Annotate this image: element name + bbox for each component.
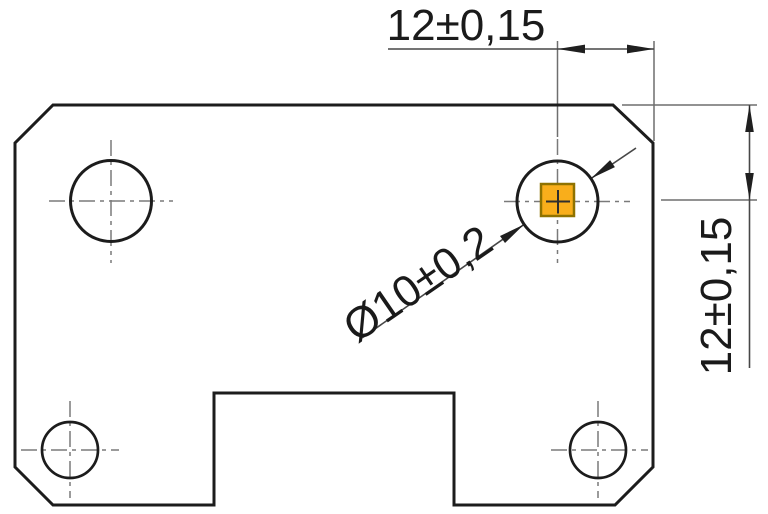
dimension-label-top: 12±0,15 [387, 1, 546, 50]
extension-lines-group [556, 41, 757, 201]
arrowhead-right-up [745, 105, 754, 132]
arrowhead-diameter-lower [500, 224, 524, 243]
plate-outline [13, 103, 655, 507]
arrowhead-right-down [745, 173, 754, 200]
arrowhead-top-right [627, 44, 654, 54]
arrowhead-diameter-upper [591, 160, 615, 179]
hole-bottom-right [568, 420, 628, 480]
hole-top-left [69, 159, 153, 243]
arrowhead-top-left [557, 44, 585, 54]
dimension-label-right: 12±0,15 [692, 217, 741, 376]
dimension-top-horizontal: 12±0,15 [387, 1, 654, 54]
hole-top-right [515, 159, 600, 244]
hole-bottom-left [40, 420, 100, 480]
dimension-right-vertical: 12±0,15 [692, 105, 754, 375]
highlight-marker-group [539, 182, 576, 218]
leader-line-diameter-lower [361, 223, 525, 339]
